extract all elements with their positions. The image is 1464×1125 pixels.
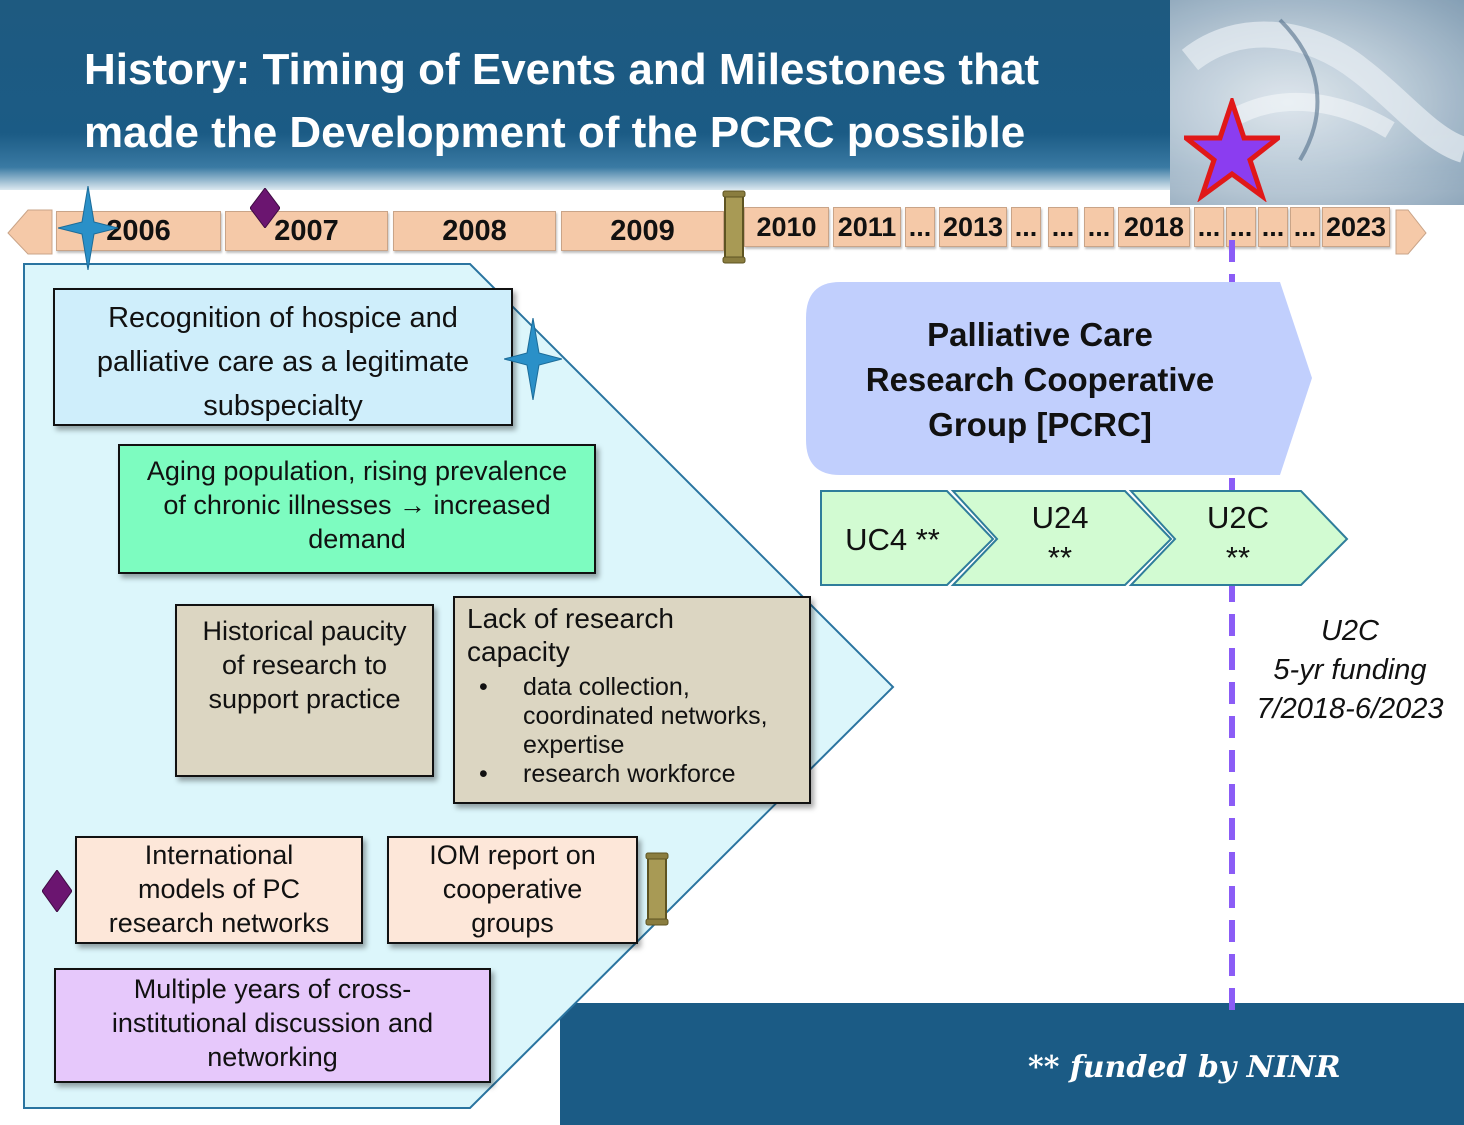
pcrc-label: Palliative Care Research Cooperative Gro… [865, 316, 1215, 443]
chevron-u2c [1128, 490, 1349, 586]
year-2008: 2008 [393, 211, 556, 251]
u2c-marker-line [1229, 240, 1235, 1015]
year-ellipsis: ... [1194, 207, 1224, 247]
grant-u24-label: U24** [1031, 500, 1089, 575]
year-ellipsis: ... [1226, 207, 1256, 247]
chevron-u24 [950, 490, 1173, 586]
list-item: research workforce [467, 760, 797, 789]
factor-multiple-years: Multiple years of cross- institutional d… [54, 968, 491, 1083]
grant-chevrons [820, 490, 1349, 586]
four-point-star-icon [504, 318, 562, 400]
year-2009: 2009 [561, 211, 724, 251]
factor-iom: IOM report on cooperative groups [387, 836, 638, 944]
year-2007: 2007 [225, 211, 388, 251]
year-ellipsis: ... [1084, 207, 1114, 247]
grant-uc4-label: UC4 ** [845, 522, 940, 557]
four-point-star-icon [58, 186, 118, 270]
pcrc-arrow [806, 282, 1312, 475]
factor-aging: Aging population, rising prevalence of c… [118, 444, 596, 574]
funded-note: ** funded by NINR [1028, 1050, 1341, 1085]
footer-band [560, 1003, 1464, 1125]
year-ellipsis: ... [905, 207, 935, 247]
lack-capacity-list: data collection, coordinated networks, e… [467, 673, 797, 789]
chevron-uc4 [820, 490, 995, 586]
scroll-icon [722, 190, 746, 264]
star-icon [1184, 98, 1280, 202]
year-2011: 2011 [833, 207, 901, 247]
year-2018: 2018 [1118, 207, 1190, 247]
scroll-icon [645, 852, 669, 926]
year-2013: 2013 [939, 207, 1007, 247]
factor-paucity: Historical paucity of research to suppor… [175, 604, 434, 777]
title-line-2: made the Development of the PCRC possibl… [84, 108, 1026, 157]
year-ellipsis: ... [1290, 207, 1320, 247]
diamond-icon [42, 870, 72, 912]
year-2023: 2023 [1322, 207, 1390, 247]
factor-lack-capacity: Lack of research capacity data collectio… [453, 596, 811, 804]
year-2010: 2010 [744, 207, 829, 247]
diamond-icon [250, 188, 280, 228]
factor-international: International models of PC research netw… [75, 836, 363, 944]
title-line-1: History: Timing of Events and Milestones… [84, 45, 1040, 94]
timeline-arrow-heads [7, 209, 1427, 255]
year-ellipsis: ... [1258, 207, 1288, 247]
list-item: data collection, coordinated networks, e… [467, 673, 797, 760]
factor-recognition: Recognition of hospice and palliative ca… [53, 288, 513, 426]
page-title: History: Timing of Events and Milestones… [84, 38, 1144, 164]
grant-u2c-label: U2C** [1206, 500, 1269, 575]
u2c-funding-note: U2C 5-yr funding 7/2018-6/2023 [1256, 615, 1444, 725]
year-ellipsis: ... [1011, 207, 1041, 247]
year-ellipsis: ... [1048, 207, 1078, 247]
